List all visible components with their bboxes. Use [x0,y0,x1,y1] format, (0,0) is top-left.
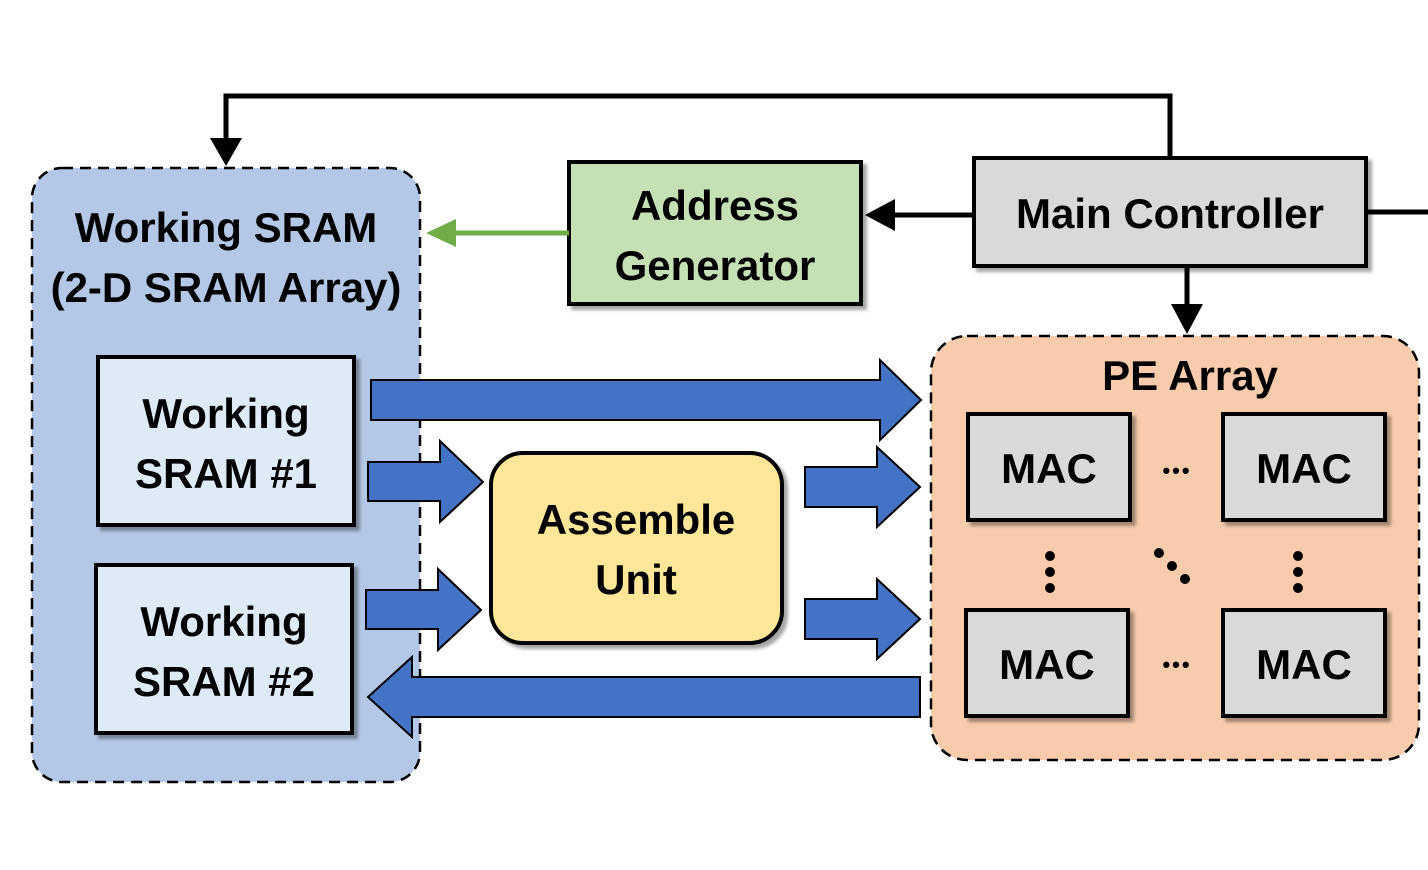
mac-unit-bottom-left: MAC [964,608,1130,718]
assemble-to-pe-lower-arrow [804,576,922,662]
mac-unit-top-right-label: MAC [1256,445,1352,492]
working-sram-bank-1-label-line1: Working [142,390,309,437]
mac-unit-top-left-label: MAC [1001,445,1097,492]
working-sram-bank-2-label-line1: Working [140,598,307,645]
mac-diagonal-ellipsis [1154,548,1190,584]
mac-unit-bottom-left-label: MAC [999,641,1095,688]
working-sram-bank-1-box [96,355,356,527]
sram1-to-assemble-arrow [367,438,485,525]
address-generator-box [567,160,863,306]
working-sram-bank-1-label-line2: SRAM #1 [135,450,317,497]
address-arrow-head [426,219,456,247]
mac-unit-bottom-right: MAC [1221,608,1387,718]
working-sram-panel: Working SRAM (2-D SRAM Array) Working SR… [30,166,422,784]
data-arrows [365,357,923,740]
working-sram-bank-2-label-line2: SRAM #2 [133,658,315,705]
pe-array-title: PE Array [1102,352,1279,399]
mac-unit-top-right: MAC [1221,412,1387,522]
working-sram-subtitle: (2-D SRAM Array) [51,264,402,311]
mac-unit-bottom-right-label: MAC [1256,641,1352,688]
controller-to-pe-arrowhead [1171,304,1203,334]
mac-row-ellipsis-bottom: ••• [1162,652,1191,677]
mac-row-ellipsis-top: ••• [1162,458,1191,483]
control-wires [210,93,1428,334]
mac-column-ellipsis-left [1045,551,1055,593]
assemble-unit-label-line2: Unit [595,556,677,603]
controller-to-sram-wire [223,93,1173,158]
mac-unit-top-right-box [1221,412,1387,522]
pe-array-panel: PE Array MAC MAC MAC MAC ••• ••• [929,334,1421,762]
address-arrow [426,219,569,247]
controller-to-sram-arrowhead [210,138,242,166]
working-sram-bank-2: Working SRAM #2 [94,563,354,735]
mac-unit-top-left-box [966,412,1132,522]
main-controller-box [972,156,1368,268]
mac-unit-bottom-left-box [964,608,1130,718]
main-controller-block: Main Controller [972,156,1368,268]
assemble-unit-box [489,451,784,645]
working-sram-bank-2-box [94,563,354,735]
address-generator-block: Address Generator [567,160,863,306]
controller-to-address-arrowhead [865,199,895,231]
mac-column-ellipsis-right [1293,551,1303,593]
assemble-to-pe-upper-arrow [804,444,922,530]
working-sram-bank-1: Working SRAM #1 [96,355,356,527]
pe-to-sram2-arrow [366,654,921,740]
sram1-to-pe-arrow [370,357,923,443]
working-sram-title: Working SRAM [75,204,378,251]
sram2-to-assemble-arrow [365,566,483,653]
assemble-unit-block: Assemble Unit [489,451,784,645]
mac-unit-bottom-right-box [1221,608,1387,718]
main-controller-label: Main Controller [1016,190,1324,237]
mac-unit-top-left: MAC [966,412,1132,522]
assemble-unit-label-line1: Assemble [537,496,735,543]
address-generator-label-line1: Address [631,182,799,229]
address-generator-label-line2: Generator [615,242,816,289]
